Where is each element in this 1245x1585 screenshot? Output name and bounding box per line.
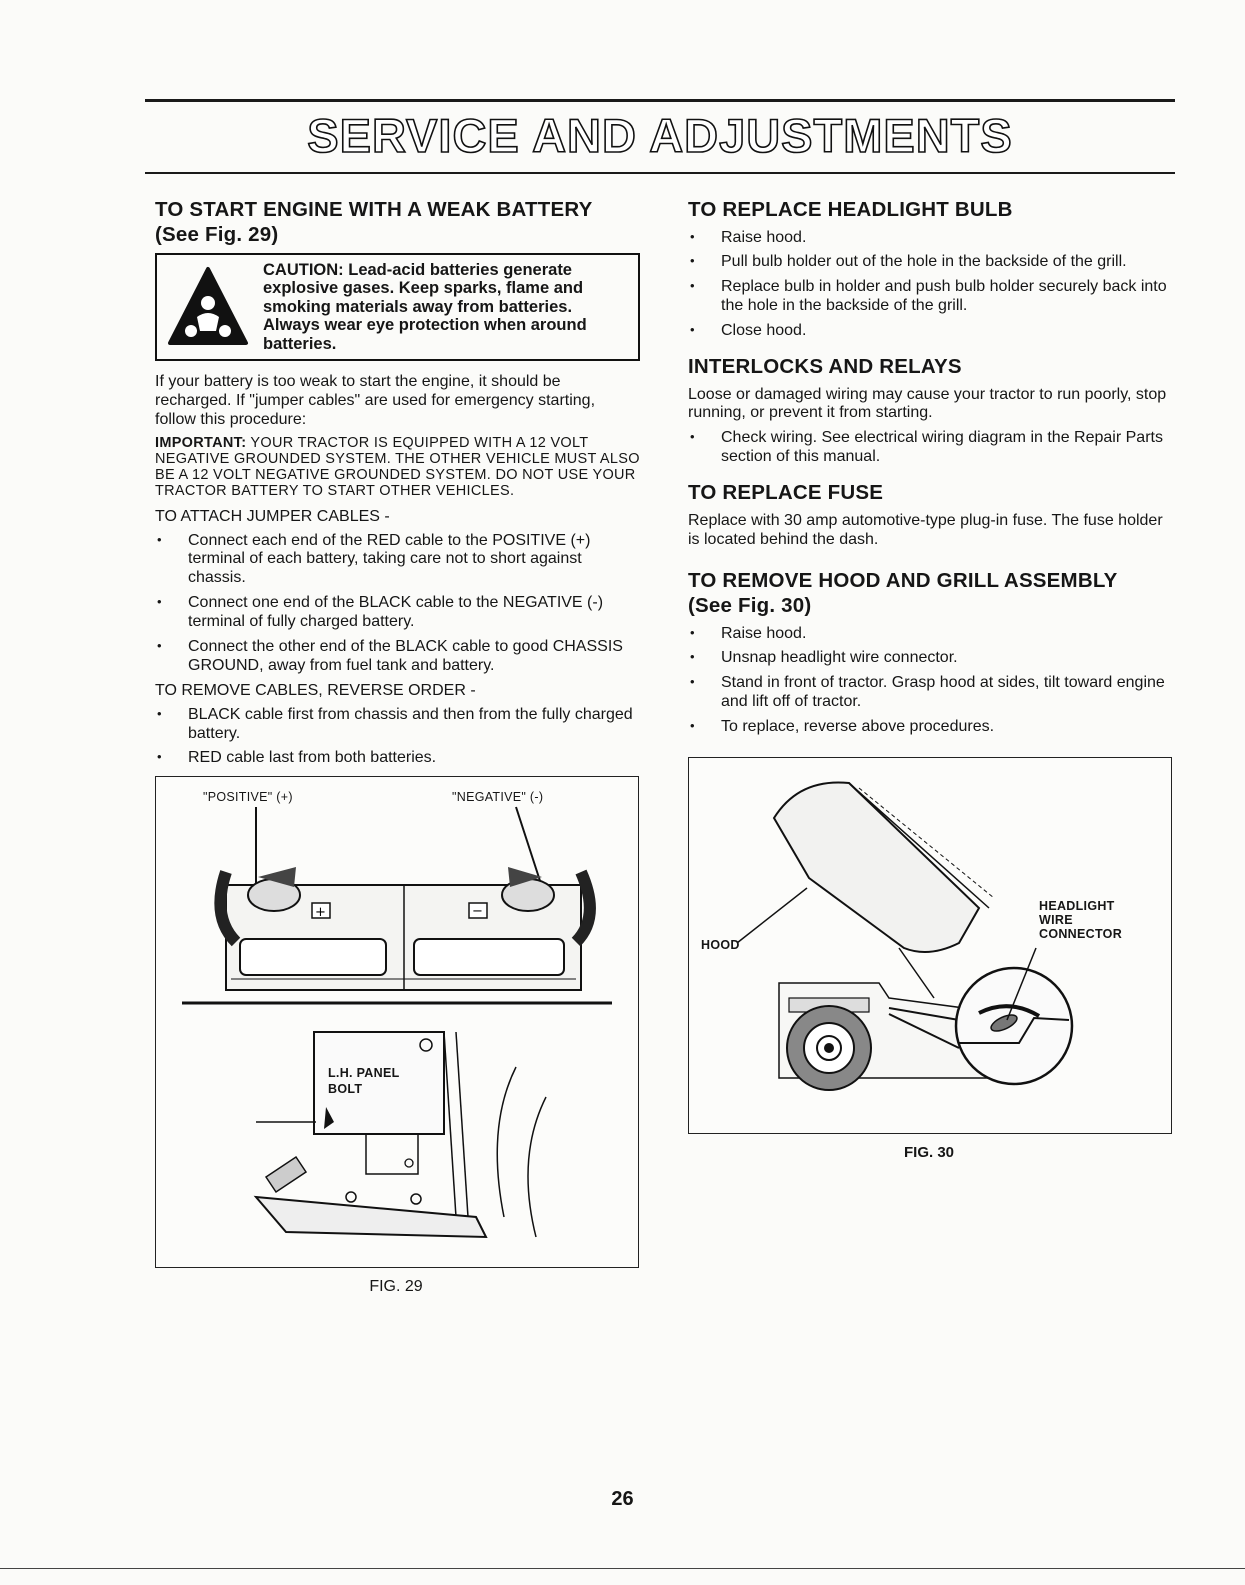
svg-text:−: − [472, 904, 483, 919]
figure-30-caption: FIG. 30 [903, 1143, 955, 1161]
right-column: TO REPLACE HEADLIGHT BULB Raise hood. Pu… [688, 198, 1173, 1161]
list-item: Check wiring. See electrical wiring diag… [688, 429, 1173, 467]
page-number: 26 [611, 1488, 634, 1510]
list-item: To replace, reverse above procedures. [688, 718, 1173, 737]
header-rule-top [145, 99, 1175, 102]
hood-label: HOOD [701, 937, 740, 952]
remove-cables-heading: TO REMOVE CABLES, REVERSE ORDER - [155, 681, 476, 699]
figure-29: "POSITIVE" (+) "NEGATIVE" (-) + − [155, 776, 639, 1269]
list-item: RED cable last from both batteries. [155, 749, 640, 768]
list-item: Raise hood. [688, 229, 1173, 248]
page-title: SERVICE AND ADJUSTMENTS [306, 108, 1013, 163]
warning-icon [168, 267, 248, 346]
connector-label-line3: CONNECTOR [1039, 926, 1123, 941]
left-column: TO START ENGINE WITH A WEAK BATTERY (See… [155, 198, 640, 1296]
interlocks-heading: INTERLOCKS AND RELAYS [688, 354, 962, 378]
interlocks-steps-list: Check wiring. See electrical wiring diag… [688, 429, 1173, 467]
caution-box: CAUTION: Lead-acid batteries generate ex… [155, 253, 640, 362]
connector-label-line1: HEADLIGHT [1039, 898, 1115, 913]
important-label: IMPORTANT: [155, 434, 247, 451]
list-item: Close hood. [688, 322, 1173, 341]
hood-removal-illustration [736, 781, 1074, 1091]
weak-battery-heading-text: TO START ENGINE WITH A WEAK BATTERY [155, 198, 593, 221]
battery-jumper-illustration: + − [182, 807, 612, 1239]
list-item: Stand in front of tractor. Grasp hood at… [688, 674, 1173, 712]
list-item: Unsnap headlight wire connector. [688, 649, 1173, 668]
panel-bolt-label-line1: L.H. PANEL [328, 1066, 400, 1081]
list-item: Replace bulb in holder and push bulb hol… [688, 278, 1173, 316]
interlocks-text: Loose or damaged wiring may cause your t… [688, 385, 1167, 422]
attach-cables-heading: TO ATTACH JUMPER CABLES - [155, 507, 390, 525]
list-item: Connect the other end of the BLACK cable… [155, 638, 640, 676]
panel-bolt-label-line2: BOLT [328, 1082, 363, 1097]
remove-steps-list: BLACK cable first from chassis and then … [155, 706, 640, 769]
negative-label: "NEGATIVE" (-) [452, 790, 544, 805]
hood-heading: TO REMOVE HOOD AND GRILL ASSEMBLY (See F… [688, 569, 1173, 618]
list-item: Connect each end of the RED cable to the… [155, 532, 640, 589]
important-notice: IMPORTANT: YOUR TRACTOR IS EQUIPPED WITH… [155, 434, 640, 500]
weak-battery-intro: If your battery is too weak to start the… [155, 373, 596, 428]
list-item: Connect one end of the BLACK cable to th… [155, 594, 640, 632]
headlight-heading: TO REPLACE HEADLIGHT BULB [688, 198, 1013, 221]
list-item: Raise hood. [688, 625, 1173, 644]
hood-heading-sub: (See Fig. 30) [688, 594, 812, 617]
weak-battery-heading-sub: (See Fig. 29) [155, 222, 279, 246]
fuse-heading: TO REPLACE FUSE [688, 481, 884, 505]
figure-29-caption: FIG. 29 [369, 1278, 423, 1296]
positive-label: "POSITIVE" (+) [203, 790, 293, 805]
svg-text:+: + [315, 905, 326, 920]
hood-steps-list: Raise hood. Unsnap headlight wire connec… [688, 625, 1173, 737]
header-rule-bottom [145, 172, 1175, 174]
important-text: YOUR TRACTOR IS EQUIPPED WITH A 12 VOLT … [155, 434, 640, 499]
caution-text: CAUTION: Lead-acid batteries generate ex… [263, 261, 587, 353]
list-item: Pull bulb holder out of the hole in the … [688, 253, 1173, 272]
headlight-steps-list: Raise hood. Pull bulb holder out of the … [688, 229, 1173, 341]
footer-rule [0, 1568, 1245, 1569]
fuse-text: Replace with 30 amp automotive-type plug… [688, 511, 1163, 548]
connector-label-line2: WIRE [1039, 912, 1073, 927]
hood-heading-text: TO REMOVE HOOD AND GRILL ASSEMBLY [688, 569, 1118, 593]
list-item: BLACK cable first from chassis and then … [155, 706, 640, 744]
weak-battery-heading: TO START ENGINE WITH A WEAK BATTERY (See… [155, 198, 640, 247]
figure-30: HOOD HEADLIGHT WIRE CONNECTOR [688, 756, 1172, 1134]
attach-steps-list: Connect each end of the RED cable to the… [155, 532, 640, 676]
